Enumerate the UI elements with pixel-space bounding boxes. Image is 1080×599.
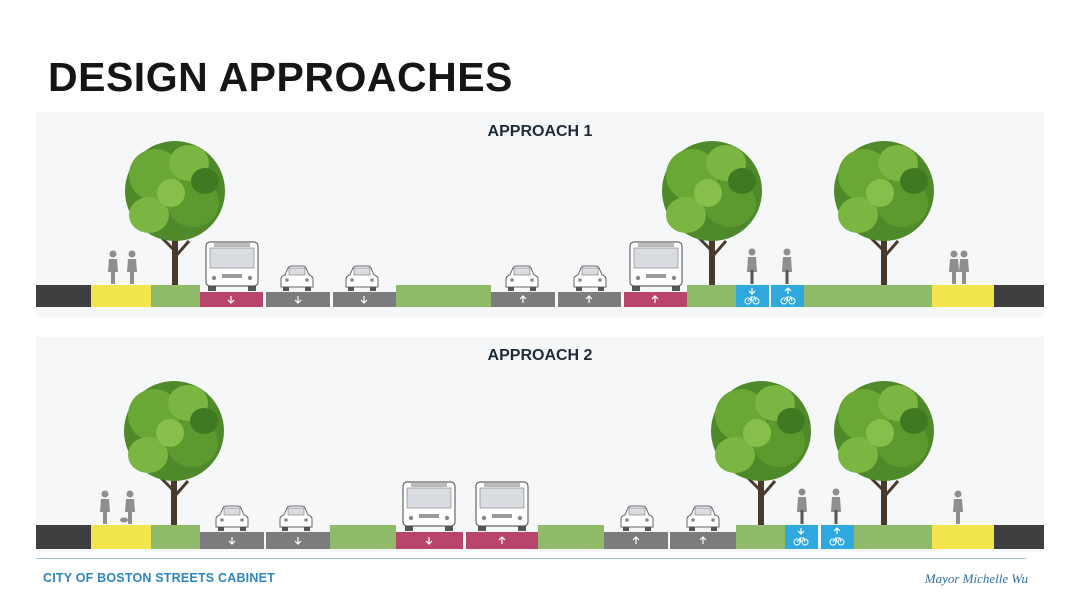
car [280, 265, 314, 292]
approach-1-cross-section [36, 139, 1044, 307]
arrow-up-icon [519, 295, 527, 303]
street-tree [122, 379, 226, 527]
sidewalk-right [932, 285, 994, 307]
car [215, 505, 249, 532]
car [279, 505, 313, 532]
street-tree [832, 379, 936, 527]
planting-strip [151, 525, 200, 549]
arrow-down-icon [797, 528, 805, 535]
approach-2-label: APPROACH 2 [487, 347, 593, 364]
cyclist [831, 488, 841, 524]
building-right [994, 525, 1044, 549]
dog [120, 517, 128, 523]
planting-strip [151, 285, 200, 307]
footer-organization: CITY OF BOSTON STREETS CABINET [43, 571, 275, 585]
building-left [36, 525, 91, 549]
bike-lane-southbound [736, 285, 769, 307]
bus [629, 241, 683, 292]
lane-arrows [228, 527, 841, 545]
street-tree [709, 379, 813, 527]
arrow-up-icon [585, 295, 593, 303]
arrow-down-icon [227, 296, 235, 304]
footer-signature: Mayor Michelle Wu [924, 571, 1028, 586]
car [573, 265, 607, 292]
approach-2-cross-section [36, 379, 1044, 549]
bus [475, 481, 529, 532]
sidewalk-left [91, 525, 151, 549]
arrow-down-icon [425, 537, 433, 545]
arrow-down-icon [228, 537, 236, 545]
planting-strip [687, 285, 736, 307]
sidewalk-right [932, 525, 994, 549]
cyclist [782, 248, 792, 284]
street-segments [36, 525, 1044, 549]
pedestrian [953, 490, 963, 524]
planting-strip [736, 525, 785, 549]
arrow-up-icon [651, 295, 659, 303]
pedestrian [949, 250, 959, 284]
arrow-up-icon [784, 287, 792, 294]
approach-1-panel: APPROACH 1 [36, 112, 1044, 317]
cyclist [747, 248, 757, 284]
planting-strip [538, 525, 604, 549]
street-segments [36, 285, 1044, 307]
approach-1-label: APPROACH 1 [487, 123, 593, 140]
car [345, 265, 379, 292]
center-median [396, 285, 491, 307]
arrow-up-icon [498, 536, 506, 544]
arrow-down-icon [360, 296, 368, 304]
pedestrian [100, 490, 110, 524]
pedestrian [127, 250, 137, 284]
planting-strip [330, 525, 396, 549]
car [686, 505, 720, 532]
pedestrian [959, 250, 969, 284]
bus [402, 481, 456, 532]
building-right [994, 285, 1044, 307]
arrow-up-icon [632, 536, 640, 544]
arrow-down-icon [748, 288, 756, 295]
bike-lane-northbound [771, 285, 804, 307]
lane-arrows [227, 287, 792, 304]
arrow-up-icon [833, 527, 841, 534]
pedestrian [108, 250, 118, 284]
approach-2-panel: APPROACH 2 [36, 337, 1044, 552]
car [505, 265, 539, 292]
arrow-up-icon [699, 536, 707, 544]
street-tree [832, 139, 936, 287]
car [620, 505, 654, 532]
footer-divider [36, 558, 1026, 559]
planting-strip [854, 525, 932, 549]
planting-strip [804, 285, 932, 307]
sidewalk-left [91, 285, 151, 307]
building-left [36, 285, 91, 307]
bus [205, 241, 259, 292]
arrow-down-icon [294, 296, 302, 304]
page-title: DESIGN APPROACHES [48, 54, 513, 100]
arrow-down-icon [294, 537, 302, 545]
cyclist [797, 488, 807, 524]
